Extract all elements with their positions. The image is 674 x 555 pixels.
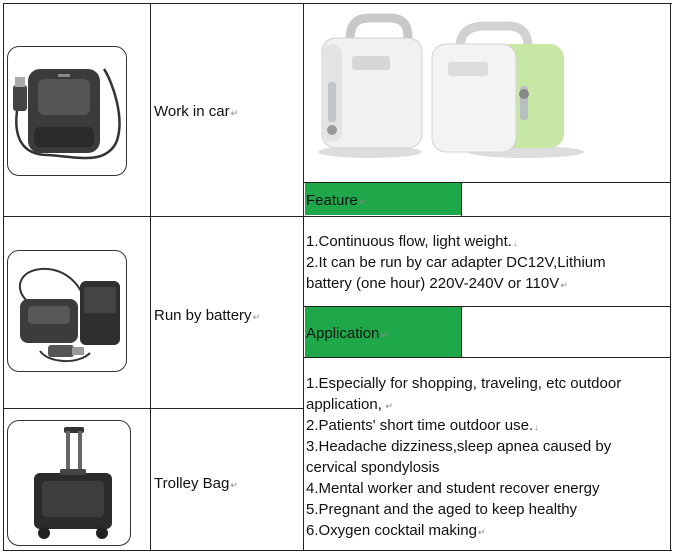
feature-header-bg bbox=[305, 183, 461, 215]
header-cell-divider-1 bbox=[461, 183, 462, 216]
application-line-2: application, ↵ bbox=[306, 396, 393, 413]
application-line-7: 5.Pregnant and the aged to keep healthy bbox=[306, 501, 578, 518]
car-adapter-icon bbox=[8, 47, 126, 175]
battery-pack-photo bbox=[7, 250, 127, 372]
feature-header: Feature↵ bbox=[306, 192, 367, 209]
table-border-top bbox=[3, 3, 672, 4]
application-line-8: 6.Oxygen cocktail making↵ bbox=[306, 522, 486, 539]
feature-line-1: 1.Continuous flow, light weight.↓ bbox=[306, 233, 518, 250]
left-row-divider-1 bbox=[3, 216, 303, 217]
product-photo bbox=[308, 8, 668, 180]
header-cell-divider-2 bbox=[461, 307, 462, 357]
row-label-work-in-car: Work in car↵ bbox=[154, 103, 239, 120]
table-border-left bbox=[3, 3, 4, 551]
right-row-divider-1 bbox=[303, 182, 671, 183]
column-divider-1 bbox=[150, 3, 151, 551]
table-border-bottom bbox=[3, 550, 672, 551]
application-header: Application↵ bbox=[306, 325, 388, 342]
application-line-4: 3.Headache dizziness,sleep apnea caused … bbox=[306, 438, 612, 455]
feature-line-2: 2.It can be run by car adapter DC12V,Lit… bbox=[306, 254, 606, 271]
right-row-divider-3 bbox=[303, 306, 671, 307]
feature-line-3: battery (one hour) 220V-240V or 110V↵ bbox=[306, 275, 568, 292]
left-row-divider-2 bbox=[3, 408, 303, 409]
application-header-bg bbox=[305, 307, 461, 357]
car-adapter-photo bbox=[7, 46, 127, 176]
application-line-5: cervical spondylosis bbox=[306, 459, 440, 476]
table-border-right bbox=[670, 3, 671, 551]
application-line-6: 4.Mental worker and student recover ener… bbox=[306, 480, 600, 497]
trolley-bag-photo bbox=[7, 420, 131, 546]
application-line-1: 1.Especially for shopping, traveling, et… bbox=[306, 375, 622, 392]
row-label-run-by-battery: Run by battery↵ bbox=[154, 307, 261, 324]
row-label-trolley-bag: Trolley Bag↵ bbox=[154, 475, 238, 492]
right-row-divider-2 bbox=[303, 216, 671, 217]
application-line-3: 2.Patients' short time outdoor use.↓ bbox=[306, 417, 539, 434]
column-divider-2 bbox=[303, 3, 304, 551]
oxygen-concentrator-icon bbox=[308, 8, 668, 185]
right-row-divider-4 bbox=[303, 357, 671, 358]
trolley-bag-icon bbox=[8, 421, 130, 545]
battery-pack-icon bbox=[8, 251, 126, 371]
